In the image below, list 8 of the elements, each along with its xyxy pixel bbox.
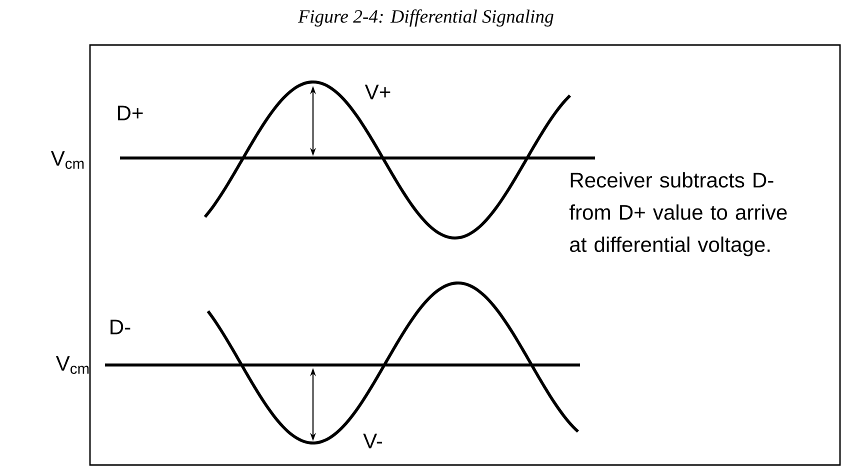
figure-title: Figure 2-4: Differential Signaling: [298, 9, 554, 27]
signal-label: V+: [364, 84, 390, 100]
signal-label: V-: [363, 434, 382, 448]
voltage-label: V$_{cm}$: [50, 151, 84, 169]
signal-label: D+: [118, 106, 143, 120]
voltage-label: V$_{cm}$: [56, 356, 89, 374]
annotation-text: Receiver subtracts D- from D+ value to arrive at differential voltage.: [569, 172, 787, 256]
signal-label: D-: [110, 320, 130, 334]
